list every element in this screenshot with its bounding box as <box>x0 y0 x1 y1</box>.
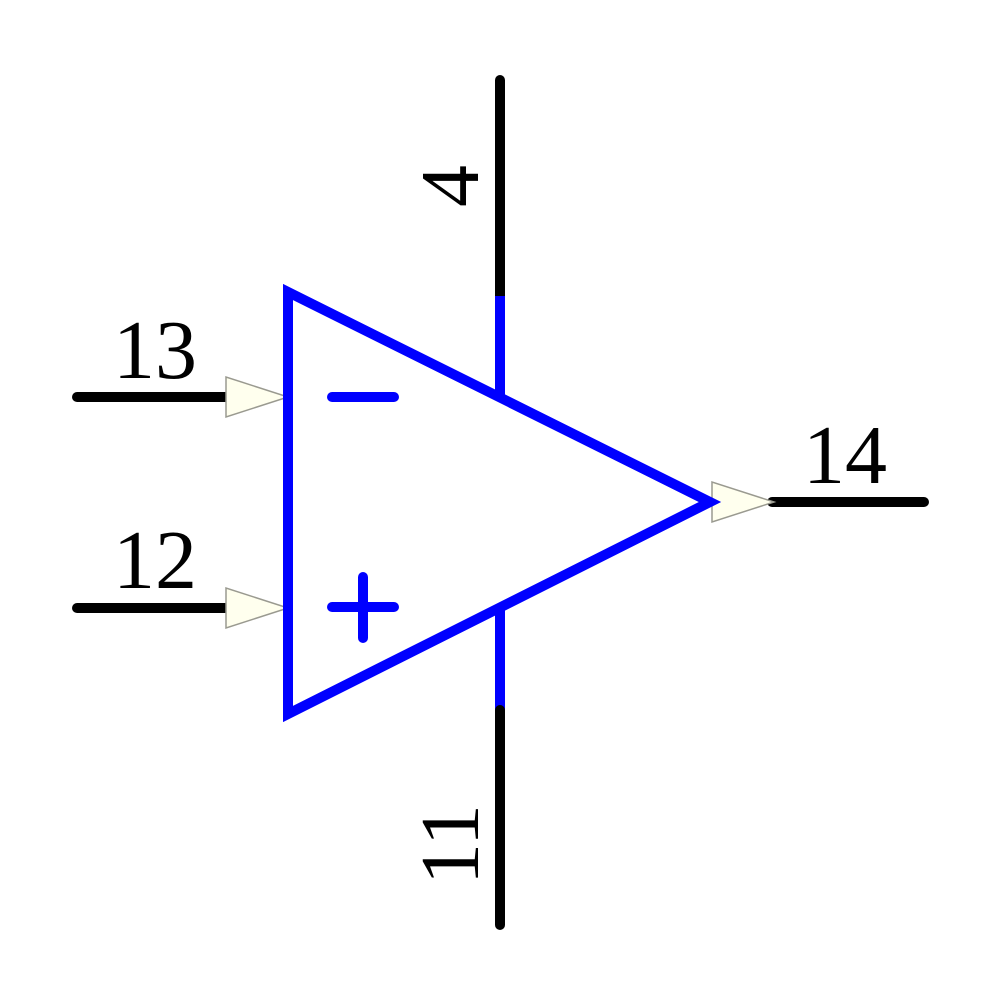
op-amp-body <box>283 283 722 723</box>
pin-inverting-input-arrow <box>225 375 291 419</box>
pin-non-inverting-input-label: 12 <box>113 514 197 607</box>
pin-inverting-input-label: 13 <box>113 304 197 397</box>
pin-output-arrow <box>711 480 777 524</box>
pin-supply-bottom: 11 <box>404 606 505 930</box>
pin-non-inverting-input: 12 <box>72 514 291 630</box>
pin-inverting-input: 13 <box>72 304 291 419</box>
pin-output-label: 14 <box>803 409 887 502</box>
pin-supply-top-label: 4 <box>404 165 497 207</box>
pin-output: 14 <box>711 409 929 524</box>
pin-supply-bottom-label: 11 <box>404 804 497 885</box>
pin-supply-top: 4 <box>404 75 505 398</box>
plus-sign-icon <box>327 572 399 643</box>
pin-non-inverting-input-arrow <box>225 586 291 630</box>
